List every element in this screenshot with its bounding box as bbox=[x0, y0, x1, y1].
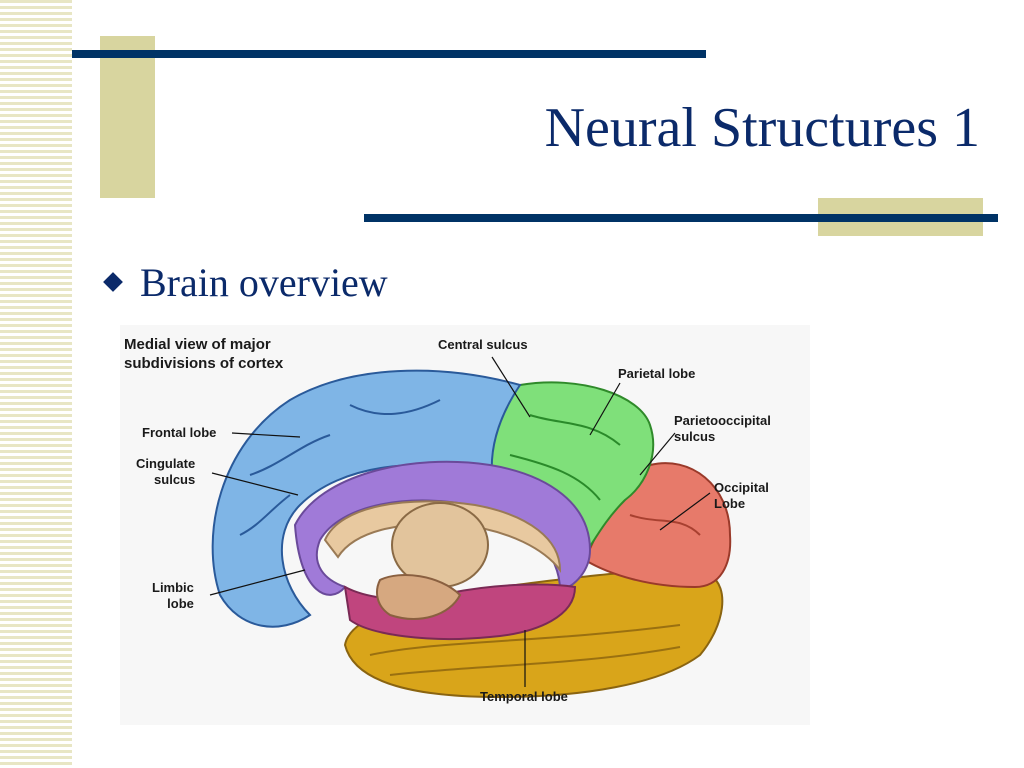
label-central-sulcus: Central sulcus bbox=[438, 337, 528, 352]
top-rule bbox=[72, 50, 706, 58]
label-cingulate-sulcus: Cingulate sulcus bbox=[136, 456, 196, 487]
bottom-rule bbox=[364, 214, 998, 222]
bullet-text: Brain overview bbox=[140, 259, 388, 305]
label-frontal-lobe: Frontal lobe bbox=[142, 425, 217, 440]
label-parietal-lobe: Parietal lobe bbox=[618, 366, 696, 381]
figure-caption: Medial view of major subdivisions of cor… bbox=[124, 336, 284, 372]
slide-title: Neural Structures 1 bbox=[544, 97, 980, 159]
label-occipital-lobe: Occipital Lobe bbox=[714, 480, 769, 511]
label-limbic-lobe: Limbic lobe bbox=[152, 580, 194, 611]
bullet-item: Brain overview bbox=[103, 258, 388, 306]
brain-illustration bbox=[209, 356, 732, 699]
left-stripe-decoration bbox=[0, 0, 72, 768]
tan-block-top bbox=[100, 36, 155, 198]
brain-diagram: Medial view of major subdivisions of cor… bbox=[120, 325, 810, 725]
diamond-bullet-icon bbox=[103, 272, 123, 292]
label-temporal-lobe: Temporal lobe bbox=[480, 689, 568, 704]
brainstem-shape bbox=[376, 574, 462, 620]
label-parietooccipital-sulcus: Parietooccipital sulcus bbox=[674, 413, 771, 444]
